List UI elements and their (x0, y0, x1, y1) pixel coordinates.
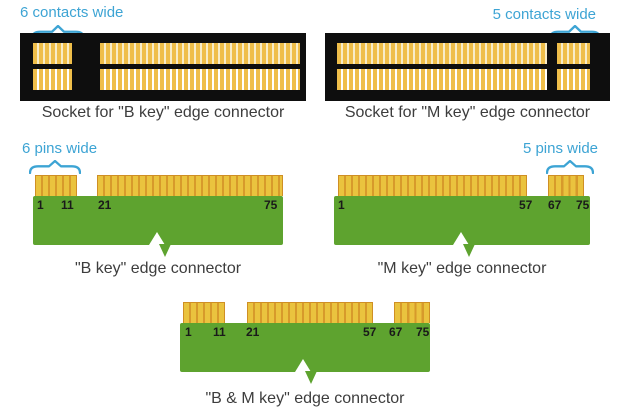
b-key-edge-connector: 1 11 21 75 (33, 175, 283, 258)
socket-m (325, 33, 610, 101)
socket-b (20, 33, 306, 101)
pin-number: 67 (389, 325, 403, 339)
pin-number: 67 (548, 198, 562, 212)
m-key-edge-connector: 1 57 67 75 (334, 175, 590, 258)
bm-m-tab-pins (394, 302, 430, 323)
pin-number: 1 (185, 325, 192, 339)
contact-row (337, 69, 547, 90)
connector-b-caption: "B key" edge connector (74, 260, 242, 277)
m-main-pins (338, 175, 527, 196)
pin-number: 57 (519, 198, 533, 212)
pin-number: 57 (363, 325, 377, 339)
connector-bm-caption: "B & M key" edge connector (205, 390, 405, 407)
socket-m-key-contacts (557, 43, 590, 90)
connector-m-width-label: 5 pins wide (522, 140, 598, 157)
board-break-tail (463, 244, 475, 257)
m-key-tab-pins (548, 175, 584, 196)
board-break-notch (149, 232, 165, 245)
pin-number: 11 (213, 325, 226, 339)
socket-b-key-contacts (33, 43, 72, 90)
board-break-tail (159, 244, 171, 257)
board-break-tail (305, 371, 317, 384)
b-key-tab-pins (35, 175, 77, 196)
connector-b-brace-icon (28, 159, 82, 175)
connector-m-brace-icon (545, 159, 595, 175)
pin-number: 1 (338, 198, 345, 212)
bm-main-pins (247, 302, 373, 323)
pin-number: 1 (37, 198, 44, 212)
connector-b-width-label: 6 pins wide (22, 140, 98, 157)
pin-number: 75 (264, 198, 278, 212)
connector-m-caption: "M key" edge connector (377, 260, 547, 277)
board-break-notch (453, 232, 469, 245)
socket-m-main-contacts (337, 43, 547, 90)
b-main-pins (97, 175, 283, 196)
contact-row (557, 69, 590, 90)
pin-number: 75 (416, 325, 430, 339)
board-break-notch (295, 359, 311, 372)
bm-b-tab-pins (183, 302, 225, 323)
socket-m-width-label: 5 contacts wide (492, 6, 596, 23)
socket-b-caption: Socket for "B key" edge connector (41, 104, 285, 121)
socket-m-caption: Socket for "M key" edge connector (344, 104, 591, 121)
pin-number: 21 (98, 198, 112, 212)
contact-row (33, 43, 72, 64)
socket-b-width-label: 6 contacts wide (20, 4, 124, 21)
contact-row (100, 69, 300, 90)
bm-key-edge-connector: 1 11 21 57 67 75 (180, 302, 430, 385)
contact-row (100, 43, 300, 64)
contact-row (337, 43, 547, 64)
contact-row (557, 43, 590, 64)
pin-number: 75 (576, 198, 590, 212)
contact-row (33, 69, 72, 90)
pin-number: 11 (61, 198, 74, 212)
pin-number: 21 (246, 325, 260, 339)
socket-b-main-contacts (100, 43, 300, 90)
